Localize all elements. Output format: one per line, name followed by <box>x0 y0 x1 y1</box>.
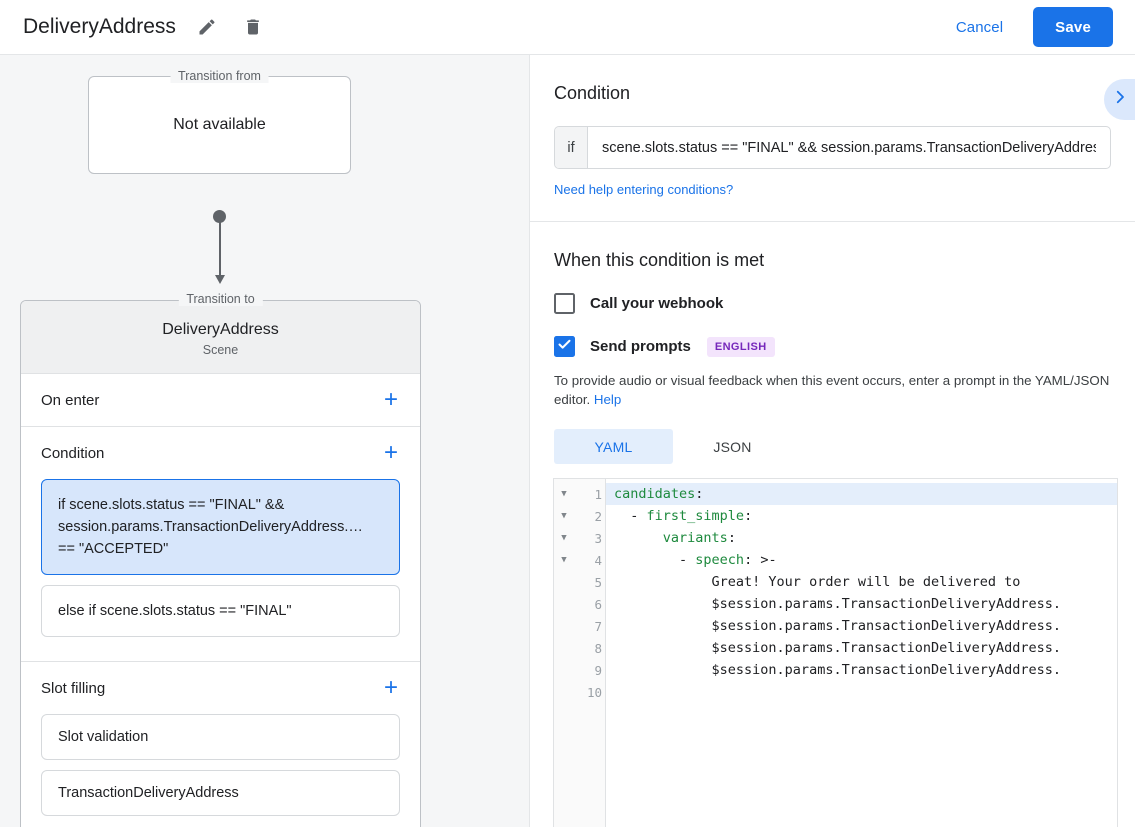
line-number: 5 <box>594 574 602 590</box>
scene-name: DeliveryAddress <box>162 321 279 338</box>
top-app-bar: DeliveryAddress Cancel Save <box>0 0 1135 55</box>
call-webhook-checkbox[interactable] <box>554 293 575 314</box>
gutter-line: ▼7 <box>554 615 605 637</box>
condition-section-title: Condition <box>554 83 631 103</box>
cancel-button[interactable]: Cancel <box>944 11 1015 44</box>
gutter-line: ▼1 <box>554 483 605 505</box>
fold-arrow-icon[interactable]: ▼ <box>561 555 567 565</box>
gutter-line: ▼8 <box>554 637 605 659</box>
expand-panel-button[interactable] <box>1104 79 1135 120</box>
line-number: 9 <box>594 662 602 678</box>
fold-arrow-icon[interactable]: ▼ <box>561 489 567 499</box>
add-slot-filling-icon[interactable]: + <box>383 674 398 701</box>
check-icon <box>557 337 572 357</box>
edit-name-button[interactable] <box>190 10 224 44</box>
line-number: 1 <box>594 486 602 502</box>
condition-input[interactable] <box>588 127 1110 168</box>
slot-filling-list: Slot validation TransactionDeliveryAddre… <box>21 714 420 827</box>
trash-icon <box>243 17 263 37</box>
yaml-code-editor[interactable]: ▼1▼2▼3▼4▼5▼6▼7▼8▼9▼10 candidates: - firs… <box>553 478 1118 827</box>
send-prompts-row[interactable]: Send prompts ENGLISH <box>554 336 1111 357</box>
condition-help-link[interactable]: Need help entering conditions? <box>554 182 734 197</box>
code-line[interactable] <box>606 681 1117 703</box>
line-number: 8 <box>594 640 602 656</box>
editor-gutter: ▼1▼2▼3▼4▼5▼6▼7▼8▼9▼10 <box>554 479 606 827</box>
gutter-line: ▼3 <box>554 527 605 549</box>
if-prefix-label: if <box>555 127 588 168</box>
condition-list: if scene.slots.status == "FINAL" && sess… <box>21 479 420 661</box>
list-item[interactable]: Slot validation <box>41 714 400 760</box>
delete-button[interactable] <box>236 10 270 44</box>
condition-input-row: if <box>554 126 1111 169</box>
fold-arrow-icon[interactable]: ▼ <box>561 533 567 543</box>
line-number: 6 <box>594 596 602 612</box>
code-line[interactable]: Great! Your order will be delivered to <box>614 574 1021 590</box>
gutter-line: ▼2 <box>554 505 605 527</box>
sidebar-section-on-enter[interactable]: On enter + <box>21 373 420 426</box>
line-number: 10 <box>586 684 602 700</box>
sidebar-section-slot-filling[interactable]: Slot filling + <box>21 661 420 714</box>
tab-yaml[interactable]: YAML <box>554 429 673 464</box>
on-enter-label: On enter <box>41 391 100 409</box>
sidebar-section-condition[interactable]: Condition + <box>21 426 420 479</box>
gutter-line: ▼4 <box>554 549 605 571</box>
line-number: 4 <box>594 552 602 568</box>
code-line[interactable]: candidates: <box>606 483 1117 505</box>
code-line[interactable]: $session.params.TransactionDeliveryAddre… <box>614 662 1062 678</box>
condition-list-item-selected[interactable]: if scene.slots.status == "FINAL" && sess… <box>41 479 400 575</box>
call-webhook-label: Call your webhook <box>590 295 724 312</box>
webhook-row[interactable]: Call your webhook <box>554 293 1111 314</box>
prompt-description-text: To provide audio or visual feedback when… <box>554 373 1110 407</box>
scene-subtitle: Scene <box>202 343 239 357</box>
line-number: 3 <box>594 530 602 546</box>
code-line[interactable]: $session.params.TransactionDeliveryAddre… <box>614 618 1062 634</box>
add-condition-icon[interactable]: + <box>383 439 398 466</box>
code-line[interactable]: - speech: >- <box>614 552 777 568</box>
send-prompts-checkbox[interactable] <box>554 336 575 357</box>
code-line[interactable]: $session.params.TransactionDeliveryAddre… <box>614 640 1062 656</box>
code-line[interactable]: - first_simple: <box>614 508 753 524</box>
gutter-line: ▼6 <box>554 593 605 615</box>
line-number: 2 <box>594 508 602 524</box>
condition-label: Condition <box>41 444 105 462</box>
fold-arrow-icon[interactable]: ▼ <box>561 511 567 521</box>
language-badge: ENGLISH <box>706 336 775 357</box>
transition-from-card: Transition from Not available <box>88 69 351 174</box>
editor-code-area[interactable]: candidates: - first_simple: variants: - … <box>606 479 1117 827</box>
when-condition-met-title: When this condition is met <box>554 250 765 270</box>
transition-from-value: Not available <box>173 116 266 133</box>
section-divider <box>530 221 1135 222</box>
page-title: DeliveryAddress <box>23 15 176 38</box>
code-line[interactable]: $session.params.TransactionDeliveryAddre… <box>614 596 1062 612</box>
transition-to-legend: Transition to <box>178 292 263 306</box>
save-button[interactable]: Save <box>1033 7 1113 47</box>
add-on-enter-icon[interactable]: + <box>383 386 398 413</box>
editor-format-tabs: YAML JSON <box>554 429 1111 464</box>
list-item[interactable]: TransactionDeliveryAddress <box>41 770 400 816</box>
line-number: 7 <box>594 618 602 634</box>
condition-list-item[interactable]: else if scene.slots.status == "FINAL" <box>41 585 400 637</box>
gutter-line: ▼9 <box>554 659 605 681</box>
condition-section: Condition if Need help entering conditio… <box>530 55 1135 199</box>
transition-to-card: Transition to DeliveryAddress Scene On e… <box>20 292 421 827</box>
tab-json[interactable]: JSON <box>713 438 752 455</box>
chevron-right-icon <box>1111 88 1129 111</box>
gutter-line: ▼10 <box>554 681 605 703</box>
prompt-description: To provide audio or visual feedback when… <box>554 371 1111 409</box>
left-panel: Transition from Not available Transition… <box>0 55 529 827</box>
arrow-head-icon <box>214 275 225 284</box>
pencil-icon <box>197 17 217 37</box>
transition-arrow <box>213 155 227 285</box>
arrow-line <box>219 216 221 278</box>
send-prompts-label: Send prompts <box>590 338 691 355</box>
gutter-line: ▼5 <box>554 571 605 593</box>
prompt-help-link[interactable]: Help <box>593 392 622 407</box>
transition-from-legend: Transition from <box>170 69 269 83</box>
code-line[interactable]: variants: <box>662 530 736 546</box>
slot-filling-label: Slot filling <box>41 679 106 697</box>
when-condition-met-section: When this condition is met Call your web… <box>530 222 1135 464</box>
scene-card-header: Transition to DeliveryAddress Scene <box>21 292 420 373</box>
